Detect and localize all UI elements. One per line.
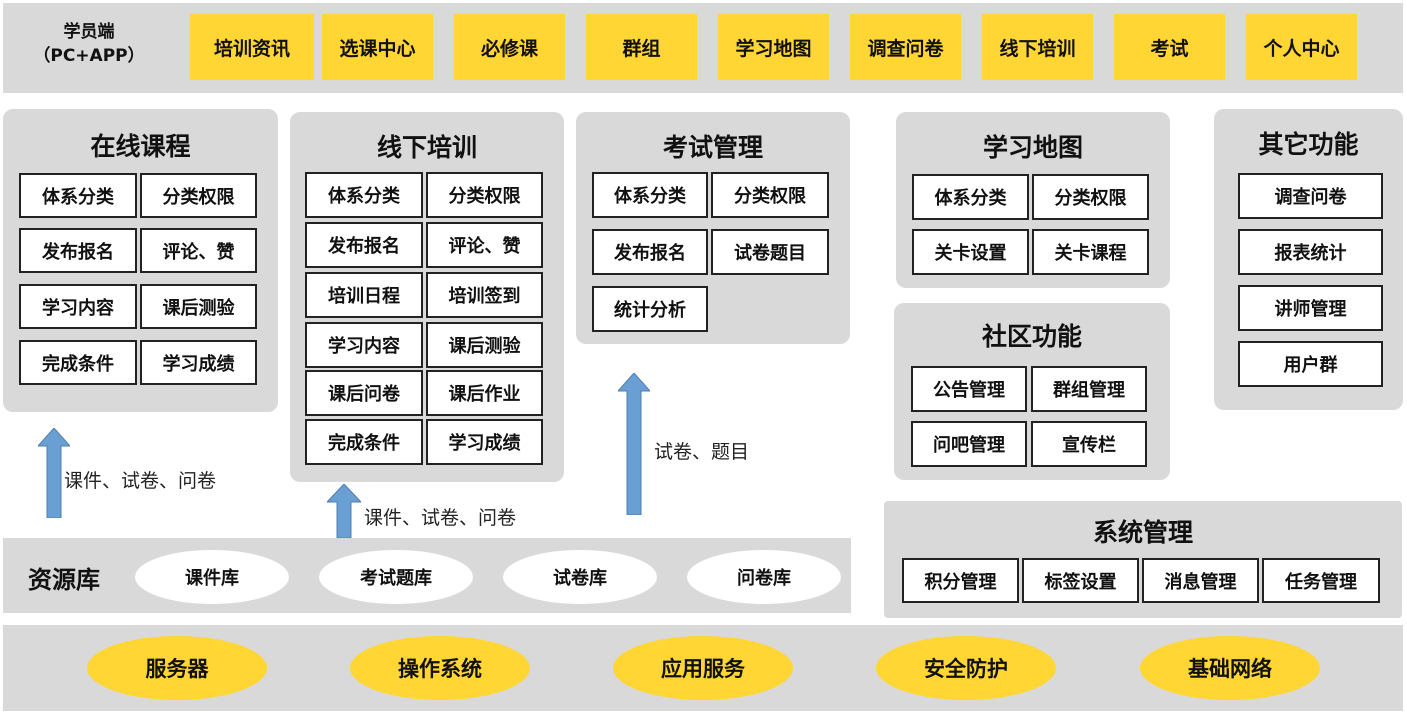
resource-courseware-library[interactable]: 课件库: [135, 550, 289, 604]
up-arrow-offline: [327, 484, 361, 538]
cell-comment-like[interactable]: 评论、赞: [140, 228, 257, 273]
cell-comment-like[interactable]: 评论、赞: [426, 222, 543, 268]
cell-publish-enroll[interactable]: 发布报名: [592, 229, 708, 275]
client-label-line1: 学员端: [63, 22, 115, 42]
panel-online-course: 在线课程 体系分类 分类权限 发布报名 评论、赞 学习内容 课后测验 完成条件 …: [3, 109, 278, 412]
nav-training-news[interactable]: 培训资讯: [190, 14, 314, 80]
arrow-label-offline: 课件、试卷、问卷: [364, 507, 517, 529]
up-arrow-online: [38, 428, 70, 518]
nav-exam[interactable]: 考试: [1114, 14, 1225, 80]
cell-task-management[interactable]: 任务管理: [1262, 558, 1380, 603]
panel-title: 其它功能: [1258, 130, 1359, 159]
cell-group-management[interactable]: 群组管理: [1031, 366, 1147, 412]
cell-lecturer-management[interactable]: 讲师管理: [1238, 285, 1383, 331]
cell-report-statistics[interactable]: 报表统计: [1238, 229, 1383, 275]
nav-group[interactable]: 群组: [586, 14, 697, 80]
panel-learning-map: 学习地图 体系分类 分类权限 关卡设置 关卡课程: [896, 112, 1170, 288]
cell-points-management[interactable]: 积分管理: [902, 558, 1019, 603]
cell-category-permission[interactable]: 分类权限: [426, 172, 543, 218]
arrow-label-exam: 试卷、题目: [654, 441, 750, 463]
cell-announcement-management[interactable]: 公告管理: [911, 366, 1027, 412]
client-label: 学员端 （PC+APP）: [14, 20, 164, 68]
cell-exam-paper-questions[interactable]: 试卷题目: [711, 229, 829, 275]
cell-training-checkin[interactable]: 培训签到: [426, 272, 543, 318]
cell-publish-enroll[interactable]: 发布报名: [19, 228, 137, 273]
cell-completion-condition[interactable]: 完成条件: [305, 419, 423, 465]
infra-application-service: 应用服务: [613, 636, 793, 700]
cell-post-survey[interactable]: 课后问卷: [305, 370, 423, 416]
cell-training-schedule[interactable]: 培训日程: [305, 272, 423, 318]
cell-category-permission[interactable]: 分类权限: [1032, 174, 1149, 220]
arrow-label-online: 课件、试卷、问卷: [64, 470, 217, 492]
panel-other-functions: 其它功能 调查问卷 报表统计 讲师管理 用户群: [1214, 109, 1403, 410]
panel-exam-management: 考试管理 体系分类 分类权限 发布报名 试卷题目 统计分析: [576, 112, 850, 344]
resource-survey-library[interactable]: 问卷库: [687, 550, 841, 604]
nav-personal-center[interactable]: 个人中心: [1246, 14, 1357, 80]
cell-post-quiz[interactable]: 课后测验: [140, 284, 257, 329]
cell-statistics-analysis[interactable]: 统计分析: [592, 286, 708, 332]
nav-offline-training[interactable]: 线下培训: [982, 14, 1093, 80]
cell-learning-score[interactable]: 学习成绩: [140, 340, 257, 385]
nav-learning-map[interactable]: 学习地图: [718, 14, 829, 80]
cell-learning-content[interactable]: 学习内容: [305, 322, 423, 368]
cell-tag-setting[interactable]: 标签设置: [1022, 558, 1139, 603]
panel-offline-training: 线下培训 体系分类 分类权限 发布报名 评论、赞 培训日程 培训签到 学习内容 …: [290, 112, 564, 482]
cell-completion-condition[interactable]: 完成条件: [19, 340, 137, 385]
resource-question-bank[interactable]: 考试题库: [319, 550, 473, 604]
up-arrow-exam: [618, 373, 650, 515]
cell-qa-management[interactable]: 问吧管理: [911, 421, 1027, 467]
cell-level-course[interactable]: 关卡课程: [1032, 229, 1149, 275]
cell-user-group[interactable]: 用户群: [1238, 341, 1383, 387]
panel-community: 社区功能 公告管理 群组管理 问吧管理 宣传栏: [894, 303, 1170, 480]
panel-title: 考试管理: [662, 133, 763, 162]
cell-learning-content[interactable]: 学习内容: [19, 284, 137, 329]
cell-post-quiz[interactable]: 课后测验: [426, 322, 543, 368]
panel-title: 学习地图: [982, 133, 1083, 162]
infra-security-protection: 安全防护: [876, 636, 1056, 700]
cell-level-setting[interactable]: 关卡设置: [912, 229, 1029, 275]
infra-server: 服务器: [87, 636, 267, 700]
cell-category[interactable]: 体系分类: [912, 174, 1029, 220]
panel-title: 线下培训: [376, 133, 477, 162]
cell-category-permission[interactable]: 分类权限: [711, 172, 829, 218]
cell-category[interactable]: 体系分类: [19, 173, 137, 218]
cell-post-homework[interactable]: 课后作业: [426, 370, 543, 416]
resource-library-title: 资源库: [28, 566, 100, 594]
cell-bulletin-board[interactable]: 宣传栏: [1031, 421, 1147, 467]
cell-category[interactable]: 体系分类: [305, 172, 423, 218]
cell-category[interactable]: 体系分类: [592, 172, 708, 218]
infra-operating-system: 操作系统: [350, 636, 530, 700]
cell-category-permission[interactable]: 分类权限: [140, 173, 257, 218]
cell-learning-score[interactable]: 学习成绩: [426, 419, 543, 465]
nav-survey[interactable]: 调查问卷: [850, 14, 961, 80]
nav-course-center[interactable]: 选课中心: [322, 14, 433, 80]
panel-system-management: 系统管理 积分管理 标签设置 消息管理 任务管理: [884, 501, 1402, 618]
infra-base-network: 基础网络: [1140, 636, 1320, 700]
panel-title: 在线课程: [90, 132, 191, 161]
cell-publish-enroll[interactable]: 发布报名: [305, 222, 423, 268]
cell-survey[interactable]: 调查问卷: [1238, 173, 1383, 219]
cell-message-management[interactable]: 消息管理: [1142, 558, 1259, 603]
client-label-line2: （PC+APP）: [33, 46, 145, 66]
panel-title: 社区功能: [981, 322, 1082, 351]
nav-required-course[interactable]: 必修课: [454, 14, 565, 80]
panel-title: 系统管理: [1092, 518, 1193, 547]
resource-exam-paper-library[interactable]: 试卷库: [503, 550, 657, 604]
